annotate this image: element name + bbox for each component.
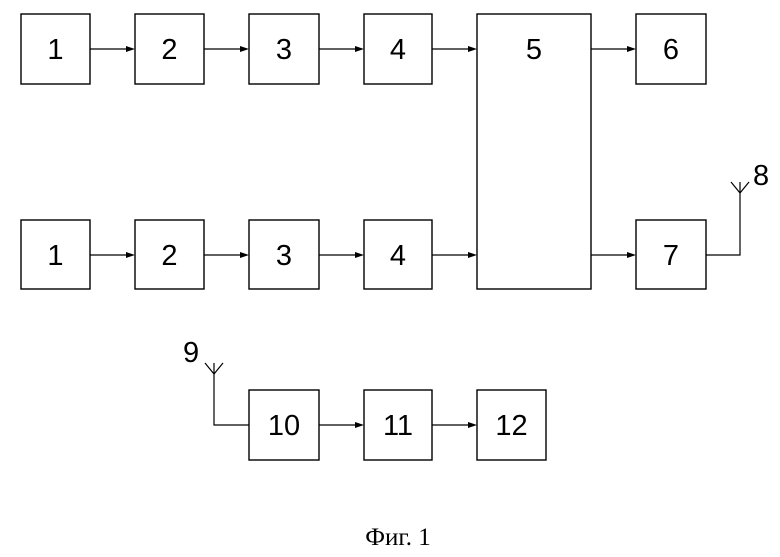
connector-3-4-bottom [319,252,364,258]
connector-2-3-bottom [204,252,249,258]
arrow-right-icon [126,46,135,52]
block-11-label: 11 [383,410,413,442]
block-12-label: 12 [495,410,527,442]
block-1-bottom: 1 [21,220,90,289]
block-7: 7 [636,220,706,289]
antenna-icon [205,363,223,374]
arrow-right-icon [468,252,477,258]
block-2-top-label: 2 [161,34,177,66]
antenna-9-label: 9 [183,337,199,369]
block-3-top: 3 [249,14,319,84]
arrow-right-icon [627,252,636,258]
connector-3-4-top [319,46,364,52]
block-6-label: 6 [663,34,679,66]
block-2-bottom-label: 2 [161,240,177,272]
block-3-top-label: 3 [276,34,292,66]
connector-1-2-top [90,46,135,52]
connector-2-3-top [204,46,249,52]
arrow-right-icon [355,252,364,258]
block-4-top: 4 [364,14,432,84]
connector-1-2-bottom [90,252,135,258]
block-11: 11 [364,390,432,460]
block-6: 6 [636,14,706,84]
connector-5-6 [591,46,636,52]
block-3-bottom: 3 [249,220,319,289]
connector-11-12 [432,422,477,428]
block-10-label: 10 [268,410,300,442]
block-4-bottom: 4 [364,220,432,289]
block-1-bottom-label: 1 [47,240,63,272]
arrow-right-icon [240,46,249,52]
block-5-label: 5 [526,34,542,66]
arrow-right-icon [126,252,135,258]
connector-4-5-bottom [432,252,477,258]
arrow-right-icon [468,422,477,428]
block-4-top-label: 4 [390,34,406,66]
block-4-bottom-label: 4 [390,240,406,272]
block-10: 10 [249,390,319,460]
block-3-bottom-label: 3 [276,240,292,272]
block-1-top: 1 [21,14,90,84]
block-2-bottom: 2 [135,220,204,289]
antenna-8: 8 [706,160,769,255]
arrow-right-icon [355,46,364,52]
arrow-right-icon [240,252,249,258]
connector-5-7 [591,252,636,258]
arrow-right-icon [468,46,477,52]
figure-caption: Фиг. 1 [365,524,431,551]
antenna-9: 9 [183,337,249,425]
antenna-8-label: 8 [753,160,769,192]
connector-4-5-top [432,46,477,52]
antenna-icon [731,182,749,193]
connector-10-11 [319,422,364,428]
block-5: 5 [477,14,591,289]
block-2-top: 2 [135,14,204,84]
arrow-right-icon [627,46,636,52]
block-7-label: 7 [663,240,679,272]
block-12: 12 [477,390,546,460]
block-1-top-label: 1 [47,34,63,66]
arrow-right-icon [355,422,364,428]
